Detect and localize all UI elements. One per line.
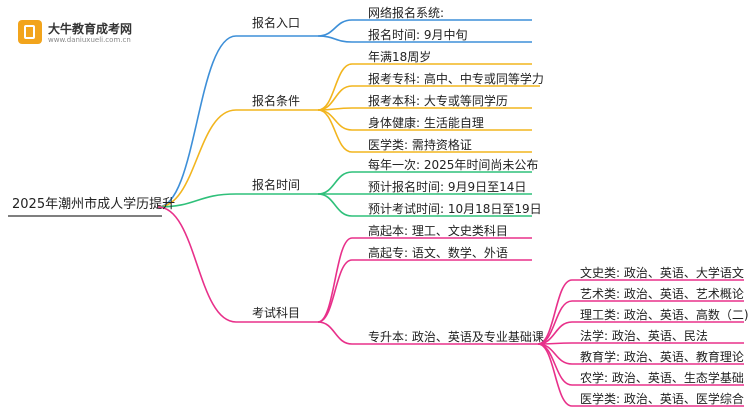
branch-to-leaf-connector xyxy=(317,259,353,323)
subleaf-connector xyxy=(537,343,573,407)
subleaf-ligong: 理工类: 政治、英语、高数（二) xyxy=(580,308,749,322)
leaf-cond-age: 年满18周岁 xyxy=(368,50,432,64)
branch-subjects: 考试科目 xyxy=(252,306,301,320)
root-node: 2025年潮州市成人学历提升 xyxy=(12,197,176,212)
logo-url: www.daniuxueli.com.cn xyxy=(48,36,131,44)
leaf-cond-bachelor: 报考本科: 大专或等同学历 xyxy=(368,94,508,108)
branch-to-leaf-connector xyxy=(317,193,353,217)
logo-name: 大牛教育成考网 xyxy=(48,22,133,36)
subleaf-nongxue: 农学: 政治、英语、生态学基础 xyxy=(580,371,744,385)
branch-entry: 报名入口 xyxy=(252,16,301,30)
subleaf-jiaoyu: 教育学: 政治、英语、教育理论 xyxy=(580,350,744,364)
root-to-branch-connector xyxy=(157,35,237,208)
branch-conditions: 报名条件 xyxy=(252,94,301,108)
leaf-subj-zhuanshengben: 专升本: 政治、英语及专业基础课 xyxy=(368,330,544,344)
leaf-entry-system: 网络报名系统: xyxy=(368,6,445,20)
branch-to-leaf-connector xyxy=(317,171,353,195)
branch-to-leaf-connector xyxy=(317,321,353,345)
subleaf-wenshi: 文史类: 政治、英语、大学语文 xyxy=(580,266,744,280)
leaf-time-signup: 预计报名时间: 9月9日至14日 xyxy=(368,180,527,194)
branch-to-leaf-connector xyxy=(317,109,353,131)
root-to-branch-connector xyxy=(157,206,237,323)
leaf-time-exam: 预计考试时间: 10月18日至19日 xyxy=(368,202,542,216)
leaf-cond-health: 身体健康: 生活能自理 xyxy=(368,116,484,130)
branch-to-leaf-connector xyxy=(317,237,353,323)
leaf-cond-college: 报考专科: 高中、中专或同等学力 xyxy=(368,72,544,86)
book-logo-icon xyxy=(18,20,42,44)
subleaf-yishu: 艺术类: 政治、英语、艺术概论 xyxy=(580,287,744,301)
branch-time: 报名时间 xyxy=(252,178,301,192)
site-logo: 大牛教育成考网 www.daniuxueli.com.cn xyxy=(18,18,168,48)
subleaf-yixue: 医学类: 政治、英语、医学综合 xyxy=(580,392,744,406)
root-to-branch-connector xyxy=(157,193,237,208)
branch-to-leaf-connector xyxy=(317,85,353,111)
branch-to-leaf-connector xyxy=(317,19,353,37)
leaf-time-yearly: 每年一次: 2025年时间尚未公布 xyxy=(368,158,539,172)
subleaf-connector xyxy=(537,343,573,386)
branch-to-leaf-connector xyxy=(317,109,353,153)
leaf-subj-gaoqizhuan: 高起专: 语文、数学、外语 xyxy=(368,246,508,260)
leaf-cond-medical: 医学类: 需持资格证 xyxy=(368,138,472,152)
leaf-subj-gaoqiben: 高起本: 理工、文史类科目 xyxy=(368,224,508,238)
subleaf-faxue: 法学: 政治、英语、民法 xyxy=(580,329,708,343)
branch-to-leaf-connector xyxy=(317,35,353,43)
leaf-entry-date: 报名时间: 9月中旬 xyxy=(368,28,468,42)
root-to-branch-connector xyxy=(157,109,237,208)
